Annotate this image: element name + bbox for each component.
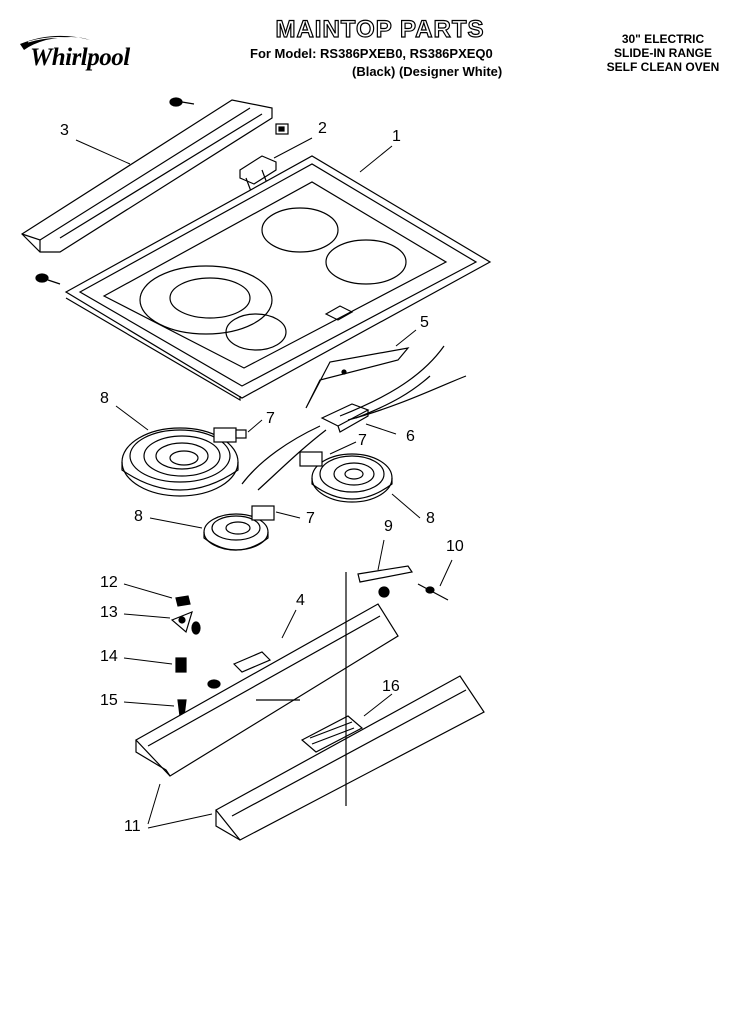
part-12-clip	[175, 595, 191, 607]
callout-11: 11	[124, 818, 141, 835]
screw-lower-left	[207, 679, 221, 689]
whirlpool-logo	[20, 35, 90, 50]
part-9-support-bracket	[357, 565, 414, 598]
description-line-2: SLIDE-IN RANGE	[613, 46, 712, 60]
part-1-glass-cooktop	[64, 155, 492, 402]
callout-7-large: 7	[266, 410, 275, 427]
part-5-bracket-plate	[305, 347, 410, 409]
color-line: (Black) (Designer White)	[352, 64, 503, 79]
part-8-medium-surface-element	[299, 451, 393, 503]
callout-8-large: 8	[100, 390, 109, 407]
part-6-terminal-block-wiring	[241, 345, 467, 491]
description-line-3: SELF CLEAN OVEN	[606, 60, 720, 74]
callout-1: 1	[392, 128, 401, 145]
part-8-large-surface-element	[121, 427, 247, 497]
callout-5: 5	[420, 314, 429, 331]
callout-9: 9	[384, 518, 393, 535]
callout-14: 14	[100, 648, 118, 665]
callout-3: 3	[60, 122, 69, 139]
part-14-spacer	[175, 657, 187, 673]
part-3-rear-trim	[21, 99, 273, 253]
callout-8-medium: 8	[426, 510, 435, 527]
callout-8-small: 8	[134, 508, 143, 525]
callout-10: 10	[446, 538, 464, 555]
part-4-burner-box	[135, 603, 399, 777]
callout-6: 6	[406, 428, 415, 445]
description-line-1: 30" ELECTRIC	[621, 32, 705, 46]
whirlpool-logo-text: Whirlpool	[30, 44, 130, 71]
callout-7-small: 7	[306, 510, 315, 527]
callout-7-medium: 7	[358, 432, 367, 449]
screw-top-left	[169, 97, 195, 107]
callout-4: 4	[296, 592, 305, 609]
part-13-bracket	[170, 610, 193, 634]
callout-2: 2	[318, 120, 327, 137]
part-8-small-surface-element	[203, 505, 275, 551]
clip-top	[275, 123, 289, 135]
model-line: For Model: RS386PXEB0, RS386PXEQ0	[250, 46, 493, 61]
part-11-lower-channel	[215, 675, 485, 841]
screw-left	[35, 273, 61, 285]
appliance-description: 30" ELECTRIC SLIDE-IN RANGE SELF CLEAN O…	[598, 32, 728, 74]
screw-13	[191, 621, 201, 635]
callout-13: 13	[100, 604, 118, 621]
callout-16: 16	[382, 678, 400, 695]
part-16-terminal-block	[300, 715, 364, 753]
callout-15: 15	[100, 692, 118, 709]
callout-12: 12	[100, 574, 118, 591]
page-title: MAINTOP PARTS	[275, 15, 485, 43]
leader-lines	[75, 137, 453, 829]
part-10-sensor	[417, 583, 449, 601]
